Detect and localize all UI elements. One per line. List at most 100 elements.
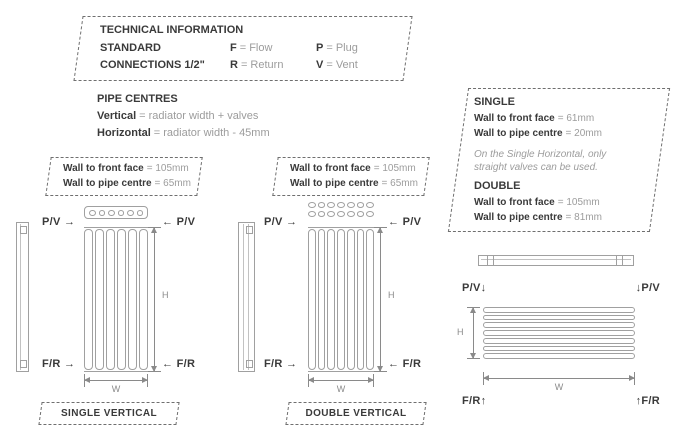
tube-oval xyxy=(308,211,316,217)
pipe-centres-section: PIPE CENTRES Vertical= radiator width + … xyxy=(97,91,273,142)
technical-information-box: TECHNICAL INFORMATION STANDARD CONNECTIO… xyxy=(78,16,408,81)
tube-oval xyxy=(317,211,326,217)
dv-fr-left-label: F/R → xyxy=(264,358,298,370)
radiator-tube xyxy=(346,229,355,370)
dv-wall-pipe-centre: Wall to pipe centre= 65mm xyxy=(290,178,418,189)
tube-oval xyxy=(117,209,124,216)
tube-oval xyxy=(327,202,336,208)
radiator-tube xyxy=(483,322,635,329)
tube-oval xyxy=(327,211,336,217)
hz-width-dimension xyxy=(483,372,635,385)
sv-fr-left-label: F/R → xyxy=(42,358,76,370)
radiator-tube xyxy=(483,337,635,344)
side-view-line xyxy=(243,224,244,370)
tube-oval xyxy=(356,202,365,208)
sv-fr-right-label: ← F/R xyxy=(162,358,196,370)
tube-oval xyxy=(366,202,375,208)
hz-pv-left-label: P/V↓ xyxy=(462,282,487,294)
sv-height-label: H xyxy=(162,290,169,300)
bracket-mark-icon xyxy=(616,256,623,265)
single-vertical-caption-box: SINGLE VERTICAL xyxy=(40,402,178,425)
dv-height-label: H xyxy=(388,290,395,300)
hz-fr-right-label: ↑F/R xyxy=(635,395,660,407)
double-vertical-wall-box: Wall to front face= 105mm Wall to pipe c… xyxy=(275,157,427,196)
dv-wall-front-face: Wall to front face= 105mm xyxy=(290,163,416,174)
radiator-tube xyxy=(483,345,635,352)
tube-oval xyxy=(346,202,355,208)
radiator-tube xyxy=(327,229,336,370)
dv-width-label: W xyxy=(336,384,346,394)
radiator-tube xyxy=(308,229,316,370)
double-vertical-caption-box: DOUBLE VERTICAL xyxy=(287,402,425,425)
tube-oval xyxy=(356,211,365,217)
radiator-tube xyxy=(117,229,126,370)
sv-wall-pipe-centre: Wall to pipe centre= 65mm xyxy=(63,178,191,189)
tube-oval xyxy=(366,211,375,217)
hz-width-label: W xyxy=(554,382,564,392)
radiator-tube xyxy=(483,307,635,313)
double-vertical-caption: DOUBLE VERTICAL xyxy=(305,408,407,419)
dv-pv-left-label: P/V → xyxy=(264,216,298,228)
sv-width-dimension xyxy=(84,374,148,387)
radiator-tube xyxy=(84,229,93,370)
tube-oval xyxy=(346,211,355,217)
hz-fr-left-label: F/R↑ xyxy=(462,395,487,407)
single-wall-front-face: Wall to front face= 61mm xyxy=(474,113,595,124)
side-view-line xyxy=(248,224,249,370)
dv-width-dimension xyxy=(308,374,374,387)
radiator-tube xyxy=(483,314,635,321)
tube-oval xyxy=(127,209,134,216)
single-horizontal-note: On the Single Horizontal, only straight … xyxy=(474,149,607,173)
technical-information-title: TECHNICAL INFORMATION xyxy=(100,24,244,36)
sv-pv-right-label: ← P/V xyxy=(162,216,196,228)
legend-return: R= Return xyxy=(230,59,284,71)
radiator-tube xyxy=(356,229,365,370)
legend-flow: F= Flow xyxy=(230,42,273,54)
bracket-tab-icon xyxy=(246,226,253,234)
radiator-tube xyxy=(128,229,137,370)
double-vertical-front-view xyxy=(308,227,375,372)
pipe-centres-vertical: Vertical= radiator width + valves xyxy=(97,110,259,122)
single-vertical-front-view xyxy=(84,227,148,372)
pipe-centres-title: PIPE CENTRES xyxy=(97,93,178,105)
tube-oval xyxy=(317,202,326,208)
dv-pv-right-label: ← P/V xyxy=(388,216,422,228)
connections-label: CONNECTIONS 1/2" xyxy=(100,59,205,71)
hz-height-label: H xyxy=(457,327,464,337)
radiator-tube xyxy=(483,330,635,336)
bracket-mark-icon xyxy=(487,256,494,265)
standard-label: STANDARD xyxy=(100,42,161,54)
horizontal-front-view xyxy=(483,307,635,360)
tube-oval xyxy=(136,209,143,216)
bracket-tab-icon xyxy=(20,226,27,234)
pipe-centres-horizontal: Horizontal= radiator width - 45mm xyxy=(97,127,270,139)
tube-oval xyxy=(337,211,345,217)
top-view-oval-row xyxy=(308,211,375,218)
dv-fr-right-label: ← F/R xyxy=(388,358,422,370)
top-view-line xyxy=(481,259,631,260)
single-vertical-wall-box: Wall to front face= 105mm Wall to pipe c… xyxy=(48,157,200,196)
single-vertical-caption: SINGLE VERTICAL xyxy=(60,408,157,419)
single-title: SINGLE xyxy=(474,96,515,108)
double-vertical-side-view xyxy=(238,222,255,372)
tube-oval xyxy=(89,209,96,216)
sv-width-label: W xyxy=(111,384,121,394)
horizontal-top-view xyxy=(478,255,634,266)
single-wall-pipe-centre: Wall to pipe centre= 20mm xyxy=(474,128,602,139)
dv-height-dimension xyxy=(374,227,387,372)
double-title: DOUBLE xyxy=(474,180,521,192)
radiator-tube xyxy=(483,353,635,360)
single-vertical-side-view xyxy=(16,222,29,372)
hz-pv-right-label: ↓P/V xyxy=(635,282,660,294)
legend-plug: P= Plug xyxy=(316,42,358,54)
top-view-oval-row xyxy=(308,202,375,209)
sv-pv-left-label: P/V → xyxy=(42,216,76,228)
tube-oval xyxy=(108,209,115,216)
radiator-tube xyxy=(106,229,115,370)
bracket-tab-icon xyxy=(246,360,253,368)
radiator-tube xyxy=(139,229,148,370)
tube-oval xyxy=(337,202,345,208)
double-wall-pipe-centre: Wall to pipe centre= 81mm xyxy=(474,212,602,223)
radiator-tube xyxy=(317,229,326,370)
